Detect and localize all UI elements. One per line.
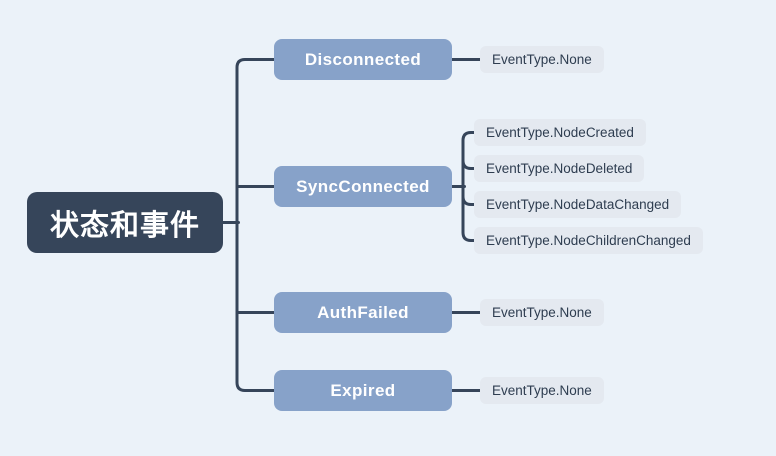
branch-node-syncconnected[interactable]: SyncConnected [274,166,452,207]
leaf-node-nodedeleted[interactable]: EventType.NodeDeleted [474,155,645,182]
leaf-node-authfailed-none[interactable]: EventType.None [480,299,604,326]
branch-node-disconnected[interactable]: Disconnected [274,39,452,80]
leaf-node-nodechildrenchanged[interactable]: EventType.NodeChildrenChanged [474,227,703,254]
leaf-node-expired-none[interactable]: EventType.None [480,377,604,404]
connector-sync-leaf2 [461,159,476,170]
connector-sync-trunk [461,131,476,242]
leaf-node-nodedatachanged[interactable]: EventType.NodeDataChanged [474,191,682,218]
leaf-node-nodecreated[interactable]: EventType.NodeCreated [474,119,646,146]
leaf-node-disconnected-none[interactable]: EventType.None [480,46,604,73]
branch-node-expired[interactable]: Expired [274,370,452,411]
connector-main-trunk [235,58,276,392]
root-node[interactable]: 状态和事件 [27,192,223,253]
branch-node-authfailed[interactable]: AuthFailed [274,292,452,333]
connector-sync-leaf3 [461,195,476,206]
